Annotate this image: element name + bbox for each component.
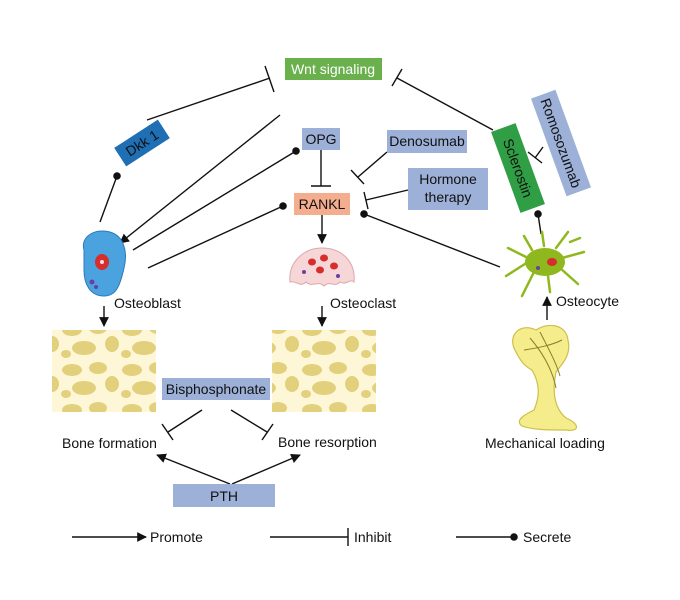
osteoclast-label: Osteoclast bbox=[330, 295, 396, 311]
osteoclast-cell-illustration bbox=[289, 247, 355, 287]
legend-promote-label: Promote bbox=[150, 529, 203, 545]
pth-box: PTH bbox=[173, 484, 275, 507]
bone-tissue-formation-image bbox=[52, 330, 156, 412]
legend-inhibit-label: Inhibit bbox=[354, 529, 391, 545]
bisphosphonate-label: Bisphosphonate bbox=[166, 381, 267, 397]
bisphosphonate-box: Bisphosphonate bbox=[162, 378, 270, 400]
mechanical-loading-label: Mechanical loading bbox=[485, 435, 605, 451]
femur-bone-illustration bbox=[512, 324, 578, 431]
bone-formation-label: Bone formation bbox=[62, 435, 157, 451]
wnt-signaling-box: Wnt signaling bbox=[285, 58, 382, 80]
connections bbox=[99, 65, 552, 485]
osteocyte-label: Osteocyte bbox=[556, 293, 619, 309]
legend: Promote Inhibit Secrete bbox=[72, 528, 571, 546]
hormone-label-line1: Hormone bbox=[419, 171, 477, 187]
rankl-box: RANKL bbox=[294, 193, 350, 215]
wnt-label: Wnt signaling bbox=[291, 61, 375, 77]
rankl-label: RANKL bbox=[299, 196, 346, 212]
legend-secrete-label: Secrete bbox=[523, 529, 571, 545]
osteoblast-cell-illustration bbox=[82, 230, 126, 297]
sclerostin-box: Sclerostin bbox=[491, 123, 545, 213]
hormone-label-line2: therapy bbox=[425, 189, 472, 205]
opg-box: OPG bbox=[302, 128, 340, 150]
osteocyte-cell-illustration bbox=[504, 230, 586, 298]
hormone-therapy-box: Hormone therapy bbox=[408, 168, 488, 210]
denosumab-label: Denosumab bbox=[389, 133, 465, 149]
romosozumab-box: Romosozumab bbox=[530, 89, 592, 197]
denosumab-box: Denosumab bbox=[387, 130, 467, 153]
bone-resorption-label: Bone resorption bbox=[278, 434, 377, 450]
bone-tissue-resorption-image bbox=[272, 330, 376, 412]
pth-label: PTH bbox=[210, 488, 238, 504]
opg-label: OPG bbox=[305, 131, 336, 147]
osteoblast-label: Osteoblast bbox=[114, 295, 181, 311]
dkk1-box: Dkk 1 bbox=[114, 119, 170, 167]
